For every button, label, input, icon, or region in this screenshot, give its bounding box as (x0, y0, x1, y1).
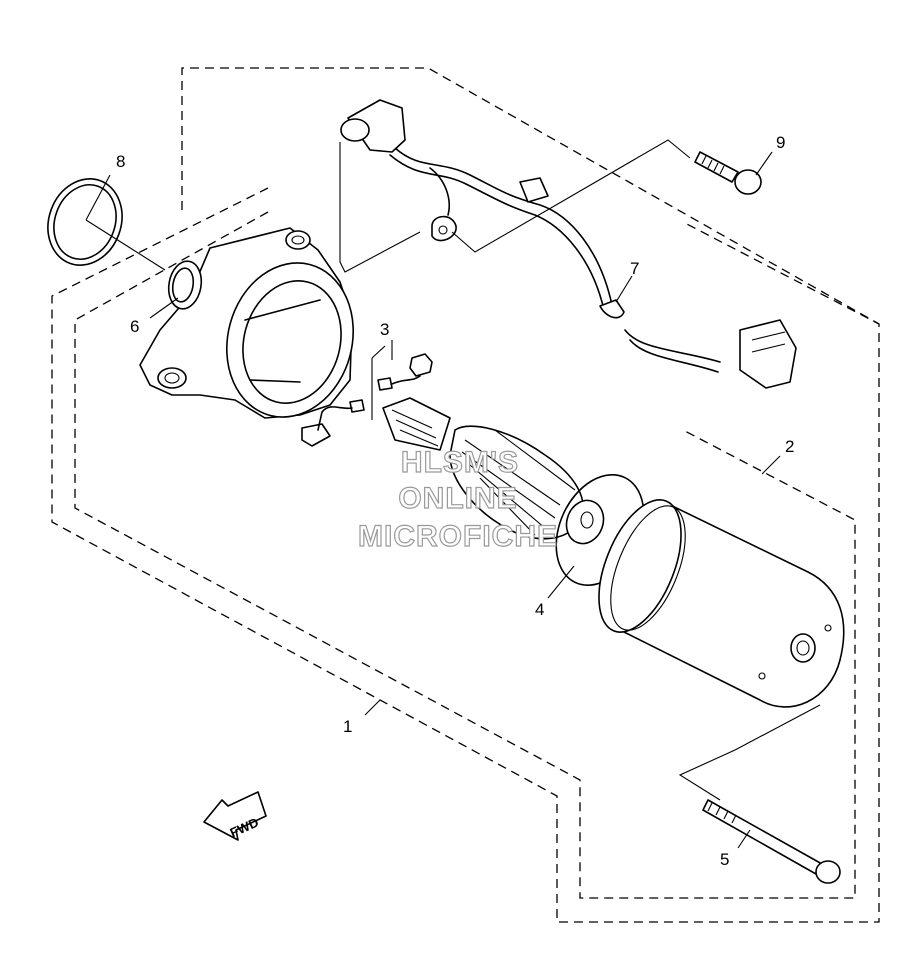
callout-1: 1 (343, 717, 352, 736)
watermark-line-1: HLSM'S (401, 446, 519, 479)
callout-6: 6 (130, 317, 139, 336)
callout-4: 4 (535, 600, 544, 619)
fwd-arrow-icon: FWD (203, 791, 267, 841)
watermark-line-2: ONLINE (398, 482, 517, 515)
callout-8: 8 (116, 152, 125, 171)
bolt-part-9 (694, 151, 762, 195)
assembly-outline-1 (51, 187, 880, 923)
callout-3: 3 (380, 320, 389, 339)
watermark: HLSM'S ONLINE MICROFICHE (357, 445, 558, 553)
callout-9: 9 (776, 133, 785, 152)
harness-outline (181, 67, 880, 325)
armature (382, 397, 605, 545)
callout-2: 2 (785, 437, 794, 456)
callout-labels: 1 2 3 4 5 6 7 8 9 (116, 133, 794, 869)
callout-5: 5 (720, 850, 729, 869)
motor-yoke (598, 499, 845, 708)
brush-set-part-3 (301, 345, 433, 447)
assembly-outline-2 (74, 211, 856, 899)
wire-harness-part-7 (340, 99, 797, 389)
callout-7: 7 (630, 259, 639, 278)
leader-lines (85, 139, 821, 849)
o-ring-part-8 (47, 178, 123, 266)
starter-housing-part-6 (139, 227, 354, 419)
bolt-part-5 (702, 799, 841, 884)
watermark-line-3: MICROFICHE (358, 520, 558, 553)
